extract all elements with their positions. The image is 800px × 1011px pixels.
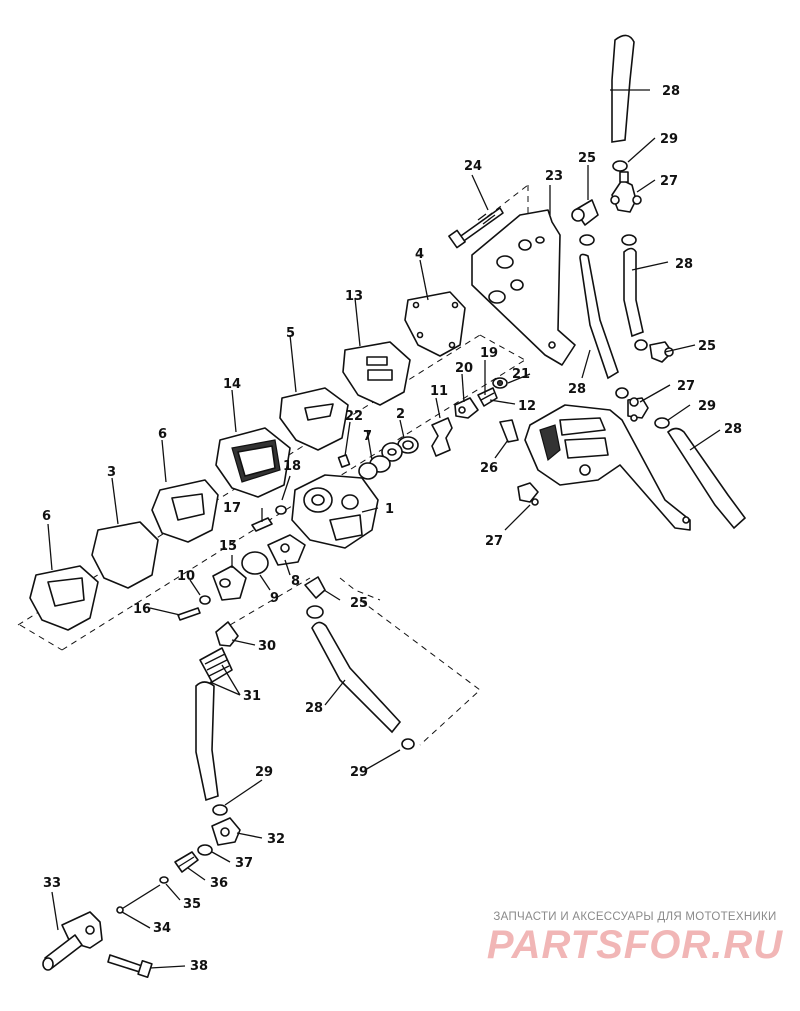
leader-lines bbox=[47, 89, 721, 969]
callout-29: 29 bbox=[350, 765, 368, 780]
callout-29: 29 bbox=[660, 132, 678, 147]
part-24-bolt bbox=[448, 207, 504, 249]
callout-19: 19 bbox=[480, 346, 498, 361]
callout-11: 11 bbox=[430, 384, 448, 399]
callout-31: 31 bbox=[243, 689, 261, 704]
callout-18: 18 bbox=[283, 459, 301, 474]
callout-27: 27 bbox=[660, 174, 678, 189]
callout-28: 28 bbox=[724, 422, 742, 437]
callout-25: 25 bbox=[350, 596, 368, 611]
callout-6: 6 bbox=[42, 509, 51, 524]
callout-23: 23 bbox=[545, 169, 563, 184]
callout-25: 25 bbox=[578, 151, 596, 166]
callout-28: 28 bbox=[568, 382, 586, 397]
callout-37: 37 bbox=[235, 856, 253, 871]
main-housing bbox=[177, 474, 379, 621]
middle-hoses bbox=[579, 247, 674, 380]
callout-34: 34 bbox=[153, 921, 171, 936]
callout-labels: 28 29 25 27 23 24 28 4 13 5 25 19 20 21 … bbox=[42, 84, 742, 974]
watermark: ЗАПЧАСТИ И АКСЕССУАРЫ ДЛЯ МОТОТЕХНИКИ PA… bbox=[480, 911, 790, 967]
callout-26: 26 bbox=[480, 461, 498, 476]
callout-21: 21 bbox=[512, 367, 530, 382]
callout-4: 4 bbox=[415, 247, 424, 262]
callout-17: 17 bbox=[223, 501, 241, 516]
lower-hoses bbox=[195, 576, 415, 816]
callout-15: 15 bbox=[219, 539, 237, 554]
callout-10: 10 bbox=[177, 569, 195, 584]
watermark-tagline: ЗАПЧАСТИ И АКСЕССУАРЫ ДЛЯ МОТОТЕХНИКИ bbox=[493, 911, 777, 923]
callout-30: 30 bbox=[258, 639, 276, 654]
small-fittings bbox=[337, 377, 508, 480]
callout-9: 9 bbox=[270, 591, 279, 606]
callout-24: 24 bbox=[464, 159, 482, 174]
callout-13: 13 bbox=[345, 289, 363, 304]
callout-38: 38 bbox=[190, 959, 208, 974]
watermark-logo: PARTSFOR.RU bbox=[486, 923, 784, 967]
gaskets-and-covers bbox=[29, 291, 466, 631]
callout-1: 1 bbox=[385, 502, 394, 517]
callout-20: 20 bbox=[455, 361, 473, 376]
callout-27: 27 bbox=[677, 379, 695, 394]
callout-25: 25 bbox=[698, 339, 716, 354]
callout-28: 28 bbox=[675, 257, 693, 272]
callout-27: 27 bbox=[485, 534, 503, 549]
lower-right-assembly bbox=[499, 387, 747, 531]
callout-12: 12 bbox=[518, 399, 536, 414]
callout-5: 5 bbox=[286, 326, 295, 341]
callout-36: 36 bbox=[210, 876, 228, 891]
callout-35: 35 bbox=[183, 897, 201, 912]
callout-16: 16 bbox=[133, 602, 151, 617]
callout-8: 8 bbox=[291, 574, 300, 589]
callout-2: 2 bbox=[396, 407, 405, 422]
callout-14: 14 bbox=[223, 377, 241, 392]
callout-28: 28 bbox=[305, 701, 323, 716]
callout-32: 32 bbox=[267, 832, 285, 847]
callout-7: 7 bbox=[363, 429, 372, 444]
callout-3: 3 bbox=[107, 465, 116, 480]
top-hose-assembly bbox=[571, 34, 642, 246]
bottom-assembly bbox=[42, 817, 241, 979]
callout-29: 29 bbox=[698, 399, 716, 414]
callout-22: 22 bbox=[345, 409, 363, 424]
callout-29: 29 bbox=[255, 765, 273, 780]
callout-33: 33 bbox=[43, 876, 61, 891]
callout-6: 6 bbox=[158, 427, 167, 442]
callout-28: 28 bbox=[662, 84, 680, 99]
part-23-bracket bbox=[471, 209, 576, 366]
